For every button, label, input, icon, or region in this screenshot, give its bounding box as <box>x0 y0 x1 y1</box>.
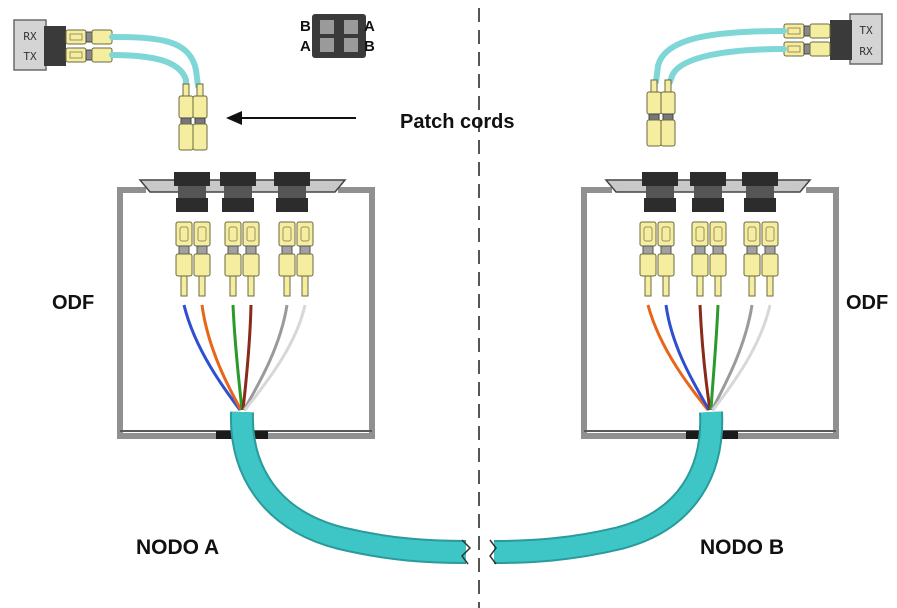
odf-right-label: ODF <box>846 292 888 314</box>
odf-right-connectors <box>639 221 779 297</box>
legend-right-top: A <box>364 18 375 35</box>
legend-left-bottom: A <box>300 38 311 55</box>
transceiver-left: RX TX <box>13 19 66 71</box>
odf-left-connectors <box>175 221 314 297</box>
transceiver-right-connectors <box>783 23 831 57</box>
trunk-cable <box>229 411 724 564</box>
odf-left-label: ODF <box>52 292 94 314</box>
transceiver-left-top-label: RX <box>23 30 37 43</box>
fibers-left <box>182 304 307 411</box>
patch-cord-left <box>109 34 201 89</box>
patch-cords-arrow <box>226 111 356 125</box>
patch-panel-left <box>138 172 347 212</box>
patch-cord-left-connectors <box>178 83 208 151</box>
legend-right-bottom: B <box>364 38 375 55</box>
cable-break-marks <box>461 539 497 565</box>
legend-left-top: B <box>300 18 311 35</box>
adapter-legend: B A A B <box>300 14 375 58</box>
fibers-right <box>646 304 772 411</box>
transceiver-left-connectors <box>65 29 113 63</box>
node-b-label: NODO B <box>700 536 784 559</box>
transceiver-left-bottom-label: TX <box>23 50 37 63</box>
patch-cords-label: Patch cords <box>400 111 514 133</box>
patch-cord-right-connectors <box>646 79 676 147</box>
patch-panel-right <box>604 172 812 212</box>
transceiver-right-top-label: TX <box>859 24 873 37</box>
patch-cord-right <box>653 28 787 85</box>
transceiver-right: TX RX <box>830 13 883 65</box>
transceiver-right-bottom-label: RX <box>859 45 873 58</box>
node-a-label: NODO A <box>136 536 219 559</box>
